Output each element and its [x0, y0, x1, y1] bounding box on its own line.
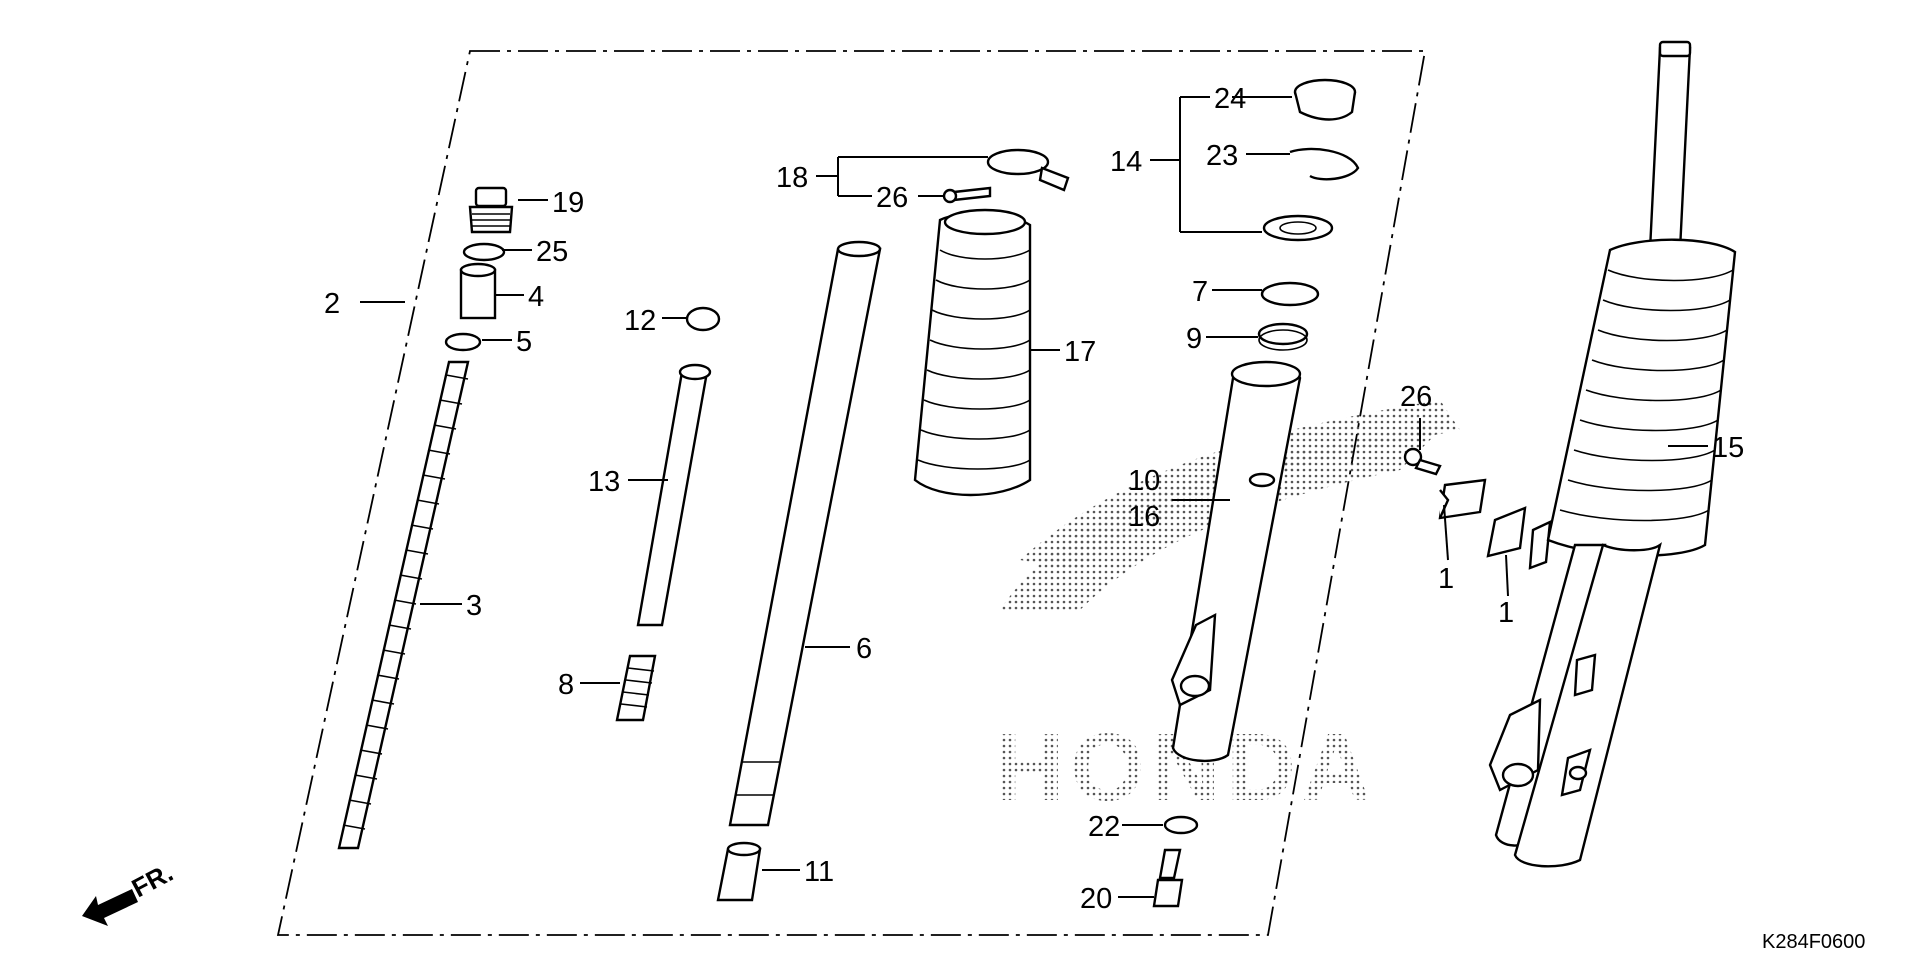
- callouts: 19 25 4 5 2 3 12 13 8 6 11 18 26 17 14 2…: [324, 83, 1744, 915]
- part-fork-spring-coils: [342, 374, 469, 830]
- part-socket-bolt: [1152, 848, 1184, 908]
- front-direction-arrow: FR.: [82, 857, 178, 926]
- part-oil-lock-piece: [716, 841, 762, 902]
- callout-12: 12: [624, 305, 656, 337]
- part-snap-ring: [1289, 147, 1360, 181]
- callout-1a: 1: [1438, 563, 1454, 595]
- callout-7: 7: [1192, 276, 1208, 308]
- callout-23: 24: [1214, 83, 1246, 115]
- callout-14: 14: [1110, 146, 1142, 178]
- callout-22: 23: [1206, 140, 1238, 172]
- drawing-code: K284F0600: [1762, 931, 1865, 953]
- assembly-boundary: [276, 50, 1427, 936]
- part-fork-piston: [636, 363, 712, 627]
- part-reflector-bracket-right: [1486, 506, 1552, 570]
- callout-2: 2: [324, 288, 340, 320]
- callout-13: 13: [588, 466, 620, 498]
- part-fork-bolt: [468, 186, 514, 234]
- callout-1b: 1: [1498, 597, 1514, 629]
- part-spacer-collar: [459, 262, 497, 320]
- callout-3: 3: [466, 590, 482, 622]
- part-back-up-ring: [1260, 281, 1320, 307]
- callout-24: 25: [536, 236, 568, 268]
- callout-25: 26: [876, 182, 908, 214]
- part-flange-bolt: [1403, 447, 1442, 476]
- part-fork-bottom-case: [1170, 360, 1302, 763]
- callout-10: 10: [1128, 465, 1160, 497]
- part-fork-pipe: [728, 240, 882, 827]
- callout-26: 26: [1400, 381, 1432, 413]
- callout-18: 18: [776, 162, 808, 194]
- callout-21: 22: [1088, 811, 1120, 843]
- part-sealing-washer: [1163, 815, 1199, 835]
- part-small-collar: [685, 306, 721, 332]
- part-boot-clamp: [986, 148, 1070, 192]
- leader-lines: [360, 96, 1708, 898]
- part-front-fork-assembly: [1488, 40, 1737, 868]
- callout-4: 4: [528, 281, 544, 313]
- callout-9: 9: [1186, 323, 1202, 355]
- part-oil-seal: [1262, 214, 1334, 242]
- callout-6: 6: [856, 633, 872, 665]
- callout-5: 5: [516, 326, 532, 358]
- part-guide-bushing: [1257, 322, 1309, 351]
- part-reflector-bracket-left: [1438, 478, 1487, 520]
- part-o-ring: [462, 242, 506, 262]
- callout-16: 16: [1128, 501, 1160, 533]
- callout-11: 11: [804, 856, 834, 888]
- part-spring-seat: [444, 332, 482, 352]
- part-fork-boot: [913, 208, 1032, 497]
- callout-20: 19: [552, 187, 584, 219]
- part-rebound-spring: [615, 654, 657, 722]
- callout-15: 15: [1712, 432, 1744, 464]
- callout-19: 20: [1080, 883, 1112, 915]
- part-clamp-screw: [942, 186, 992, 204]
- part-dust-seal: [1293, 78, 1357, 121]
- callout-8: 8: [558, 669, 574, 701]
- callout-17: 17: [1064, 336, 1096, 368]
